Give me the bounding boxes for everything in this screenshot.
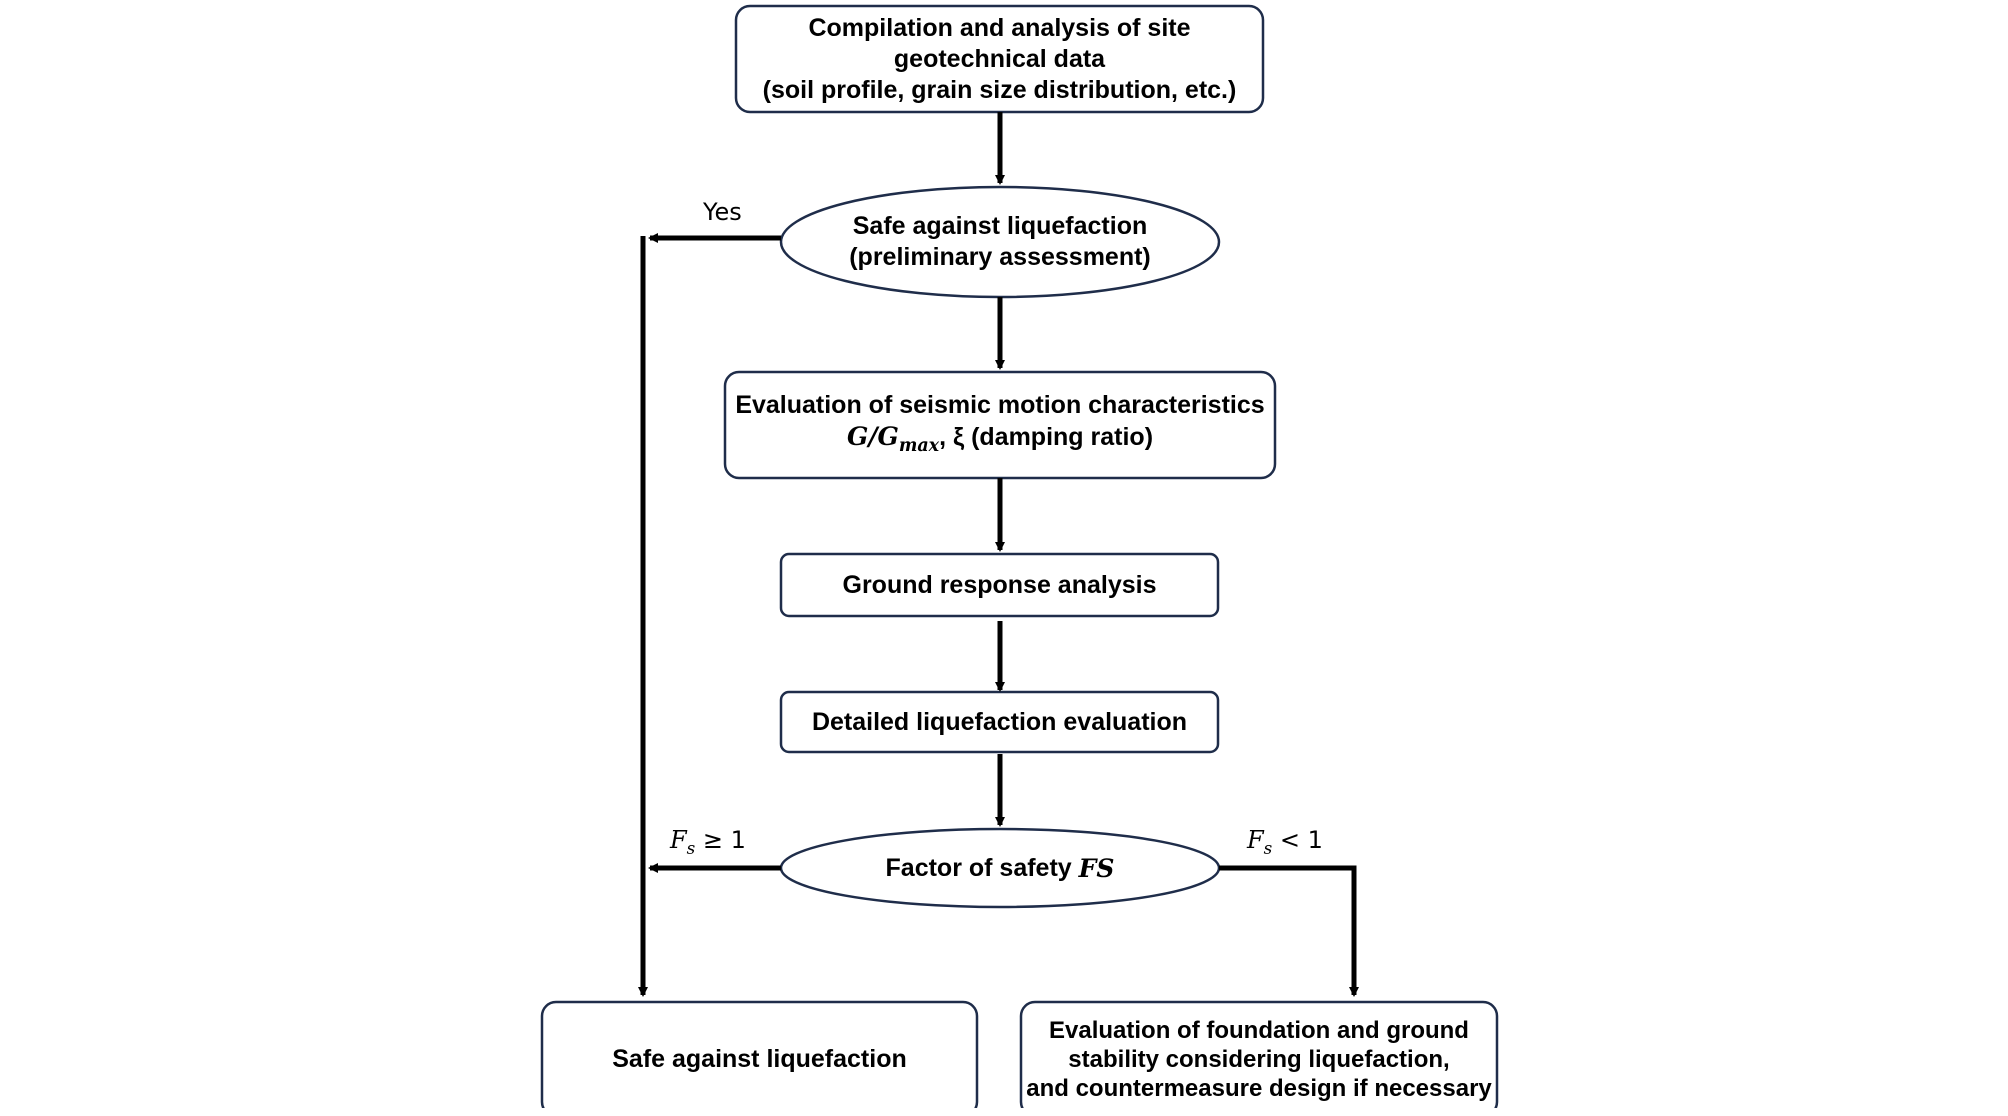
seismic-line-2: G/Gmax, ξ (damping ratio) xyxy=(847,421,1153,462)
factor-label: Factor of safety xyxy=(885,853,1079,882)
fs-lt-sub: s xyxy=(1263,837,1273,858)
fs-symbol: FS xyxy=(1078,853,1115,883)
fs-ge-sub: s xyxy=(686,837,696,858)
preliminary-line-1: Safe against liquefaction xyxy=(852,212,1148,240)
preliminary-line-2: (preliminary assessment) xyxy=(849,243,1151,271)
ground-response-label: Ground response analysis xyxy=(842,570,1157,599)
fs-lt-rest: < 1 xyxy=(1272,826,1323,854)
damping-ratio-text: , ξ (damping ratio) xyxy=(939,422,1154,451)
arrow-fs-lt-right xyxy=(1219,865,1359,997)
foundation-line-1: Evaluation of foundation and ground xyxy=(1049,1016,1469,1044)
safe-final-text: Safe against liquefaction xyxy=(542,1002,977,1116)
compilation-line-3: (soil profile, grain size distribution, … xyxy=(762,75,1237,104)
fs-ge-rest: ≥ 1 xyxy=(695,826,746,854)
fs-lt-symbol: F xyxy=(1247,826,1264,854)
detailed-evaluation-box xyxy=(779,690,1220,754)
safe-final-label: Safe against liquefaction xyxy=(612,1044,907,1073)
compilation-line-2: geotechnical data xyxy=(893,44,1106,73)
fs-lt-label: Fs < 1 xyxy=(1247,826,1323,858)
detailed-evaluation-label: Detailed liquefaction evaluation xyxy=(811,707,1188,736)
detailed-evaluation-text: Detailed liquefaction evaluation xyxy=(781,692,1218,752)
g-max-subscript: max xyxy=(898,435,940,456)
compilation-text: Compilation and analysis of site geotech… xyxy=(736,6,1263,112)
ground-response-box xyxy=(779,552,1220,618)
ground-response-text: Ground response analysis xyxy=(781,554,1218,616)
fs-ge-symbol: F xyxy=(670,826,687,854)
seismic-line-1: Evaluation of seismic motion characteris… xyxy=(735,390,1265,419)
compilation-line-1: Compilation and analysis of site xyxy=(808,13,1191,42)
yes-label: Yes xyxy=(703,198,742,226)
factor-text: Factor of safety FS xyxy=(800,840,1200,896)
foundation-line-2: stability considering liquefaction, xyxy=(1068,1045,1450,1073)
preliminary-text: Safe against liquefaction (preliminary a… xyxy=(800,196,1200,288)
g-ratio-symbol: G/G xyxy=(846,421,899,451)
foundation-line-3: and countermeasure design if necessary xyxy=(1026,1074,1492,1102)
fs-ge-label: Fs ≥ 1 xyxy=(670,826,746,858)
foundation-text: Evaluation of foundation and ground stab… xyxy=(1021,1002,1497,1116)
seismic-text: Evaluation of seismic motion characteris… xyxy=(725,372,1275,478)
safe-final-box xyxy=(540,1000,979,1108)
foundation-box xyxy=(1019,1000,1499,1108)
